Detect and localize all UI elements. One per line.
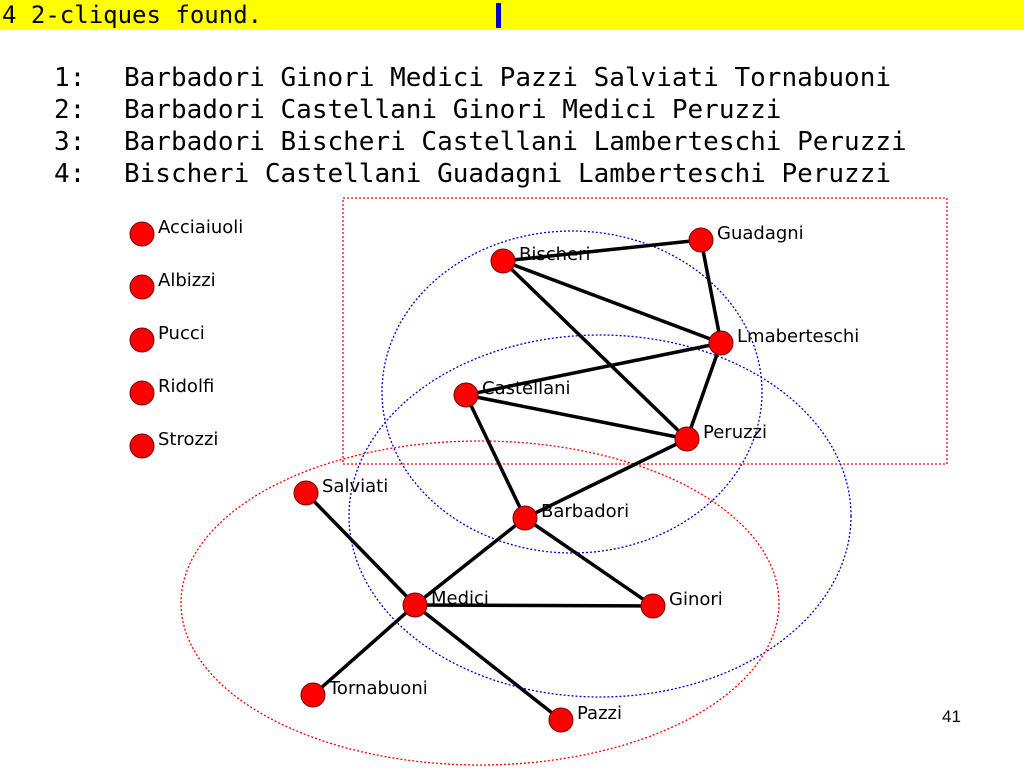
clique-highlight-ellipse-blue-upper — [381, 230, 763, 554]
edge-bischeri-guadagni — [502, 238, 702, 263]
edge-castellani-peruzzi — [465, 393, 688, 441]
node-label-peruzzi: Peruzzi — [703, 422, 767, 443]
node-label-albizzi: Albizzi — [158, 270, 216, 291]
clique-number: 4: — [54, 159, 86, 189]
node-label-castellani: Castellani — [482, 378, 571, 399]
node-label-ridolfi: Ridolfi — [158, 376, 214, 397]
edge-lamberteschi-peruzzi — [685, 342, 723, 440]
clique-members: Barbadori Bischeri Castellani Lambertesc… — [124, 127, 907, 157]
clique-list: 1: Barbadori Ginori Medici Pazzi Salviat… — [54, 62, 907, 190]
clique-members: Barbadori Castellani Ginori Medici Peruz… — [124, 95, 782, 125]
node-label-tornabuoni: Tornabuoni — [328, 678, 428, 699]
status-text: 4 2-cliques found. — [2, 1, 263, 29]
node-label-lamberteschi: Lmaberteschi — [737, 326, 859, 347]
node-label-guadagni: Guadagni — [717, 223, 804, 244]
node-label-acciaiuoli: Acciaiuoli — [158, 217, 243, 238]
edge-bischeri-peruzzi — [501, 259, 689, 441]
edge-medici-ginori — [414, 603, 654, 608]
edge-medici-pazzi — [413, 603, 563, 722]
node-pucci — [129, 327, 155, 353]
edge-barbadori-medici — [413, 516, 527, 607]
clique-number: 3: — [54, 127, 86, 157]
node-castellani — [453, 382, 479, 408]
edge-salviati-medici — [304, 491, 417, 607]
clique-number: 1: — [54, 63, 86, 93]
page-number: 41 — [942, 707, 961, 726]
node-label-medici: Medici — [431, 588, 489, 609]
clique-row-1: 1: Barbadori Ginori Medici Pazzi Salviat… — [54, 62, 907, 94]
node-label-bischeri: Bischeri — [519, 244, 591, 265]
clique-members: Barbadori Ginori Medici Pazzi Salviati T… — [124, 63, 892, 93]
clique-highlights — [180, 197, 948, 766]
node-barbadori — [512, 505, 538, 531]
clique-row-2: 2: Barbadori Castellani Ginori Medici Pe… — [54, 94, 907, 126]
node-lamberteschi — [708, 330, 734, 356]
graph-edges — [304, 238, 723, 722]
status-banner: 4 2-cliques found. — [0, 0, 1024, 30]
clique-row-4: 4: Bischeri Castellani Guadagni Lamberte… — [54, 158, 907, 190]
node-acciaiuoli — [129, 221, 155, 247]
clique-members: Bischeri Castellani Guadagni Lambertesch… — [124, 159, 892, 189]
edge-bischeri-lamberteschi — [502, 259, 722, 345]
edge-castellani-barbadori — [464, 394, 527, 519]
node-label-barbadori: Barbadori — [541, 501, 629, 522]
edge-guadagni-lamberteschi — [699, 239, 723, 344]
clique-highlight-ellipse-red — [180, 440, 780, 766]
node-albizzi — [129, 274, 155, 300]
clique-highlight-box — [342, 197, 948, 465]
node-salviati — [293, 480, 319, 506]
node-label-salviati: Salviati — [322, 476, 388, 497]
node-label-ginori: Ginori — [669, 589, 723, 610]
edge-barbadori-ginori — [524, 516, 654, 608]
node-ridolfi — [129, 380, 155, 406]
edge-medici-tornabuoni — [311, 603, 417, 697]
node-strozzi — [129, 433, 155, 459]
clique-highlight-ellipse-blue-lower — [348, 334, 852, 698]
clique-number: 2: — [54, 95, 86, 125]
node-tornabuoni — [300, 682, 326, 708]
node-ginori — [640, 593, 666, 619]
node-pazzi — [548, 707, 574, 733]
node-medici — [402, 592, 428, 618]
node-peruzzi — [674, 426, 700, 452]
text-cursor — [496, 3, 501, 28]
node-bischeri — [490, 248, 516, 274]
edge-castellani-lamberteschi — [465, 341, 722, 397]
node-label-pazzi: Pazzi — [577, 703, 622, 724]
edge-peruzzi-barbadori — [524, 437, 688, 520]
node-guadagni — [688, 227, 714, 253]
node-label-strozzi: Strozzi — [158, 429, 218, 450]
node-label-pucci: Pucci — [158, 323, 205, 344]
clique-row-3: 3: Barbadori Bischeri Castellani Lambert… — [54, 126, 907, 158]
